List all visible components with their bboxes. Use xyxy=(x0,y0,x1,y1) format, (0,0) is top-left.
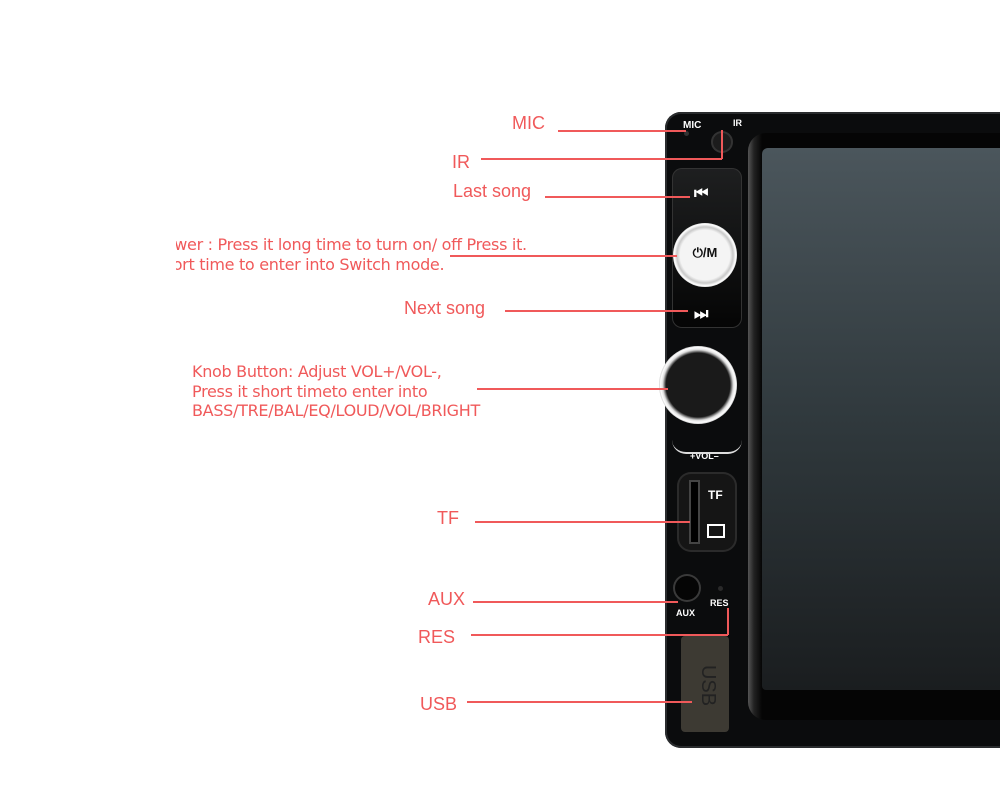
label-knob-line3: BASS/TRE/BAL/EQ/LOUD/VOL/BRIGHT xyxy=(192,401,480,420)
label-mic: MIC xyxy=(512,113,545,133)
usb-port-cover[interactable]: USB xyxy=(681,636,729,732)
label-power-line2: Short time to enter into Switch mode. xyxy=(176,254,445,274)
vol-arc xyxy=(672,440,742,454)
aux-jack[interactable] xyxy=(675,576,699,600)
label-power-line1: Power : Press it long time to turn on/ o… xyxy=(176,235,527,254)
leader-line-knob xyxy=(477,388,668,390)
volume-knob[interactable] xyxy=(659,346,737,424)
label-tf: TF xyxy=(437,508,459,528)
leader-line-ir xyxy=(481,158,722,160)
tf-slot-opening xyxy=(691,482,698,542)
leader-line-next-song xyxy=(505,310,688,312)
leader-line-res-vertical xyxy=(727,608,729,635)
sd-card-icon xyxy=(707,524,725,538)
label-aux: AUX xyxy=(428,589,466,609)
aux-text: AUX xyxy=(676,608,696,618)
mic-hole xyxy=(684,131,689,136)
reset-hole[interactable] xyxy=(718,586,723,591)
label-knob-line2: Press it short timeto enter into xyxy=(192,381,428,401)
touch-screen xyxy=(762,148,1000,690)
device-mic-text: MIC xyxy=(683,120,702,131)
previous-track-icon[interactable]: ⏮ xyxy=(694,185,709,202)
leader-line-ir-vertical xyxy=(721,130,723,159)
label-knob: Knob Button: Adjust VOL+/VOL-, Press it … xyxy=(192,362,480,421)
tf-card-slot[interactable]: TF xyxy=(677,472,737,552)
label-ir: IR xyxy=(452,152,470,172)
label-res: RES xyxy=(418,627,456,647)
power-icon: ⏻/M xyxy=(692,245,718,260)
res-text: RES xyxy=(710,598,729,608)
usb-text: USB xyxy=(697,664,720,707)
leader-line-power xyxy=(450,255,677,257)
leader-line-res xyxy=(471,634,728,636)
next-track-icon[interactable]: ⏭ xyxy=(694,306,709,323)
label-last-song: Last song xyxy=(453,181,532,201)
leader-line-last-song xyxy=(545,196,690,198)
label-next-song: Next song xyxy=(404,298,486,318)
leader-line-aux xyxy=(473,601,678,603)
vol-text: +VOL– xyxy=(690,451,719,461)
device-ir-text: IR xyxy=(733,118,742,128)
leader-line-mic xyxy=(558,130,686,132)
leader-line-tf xyxy=(475,521,690,523)
label-power: Power : Press it long time to turn on/ o… xyxy=(176,235,596,274)
tf-text: TF xyxy=(708,488,723,502)
label-usb: USB xyxy=(420,694,458,714)
power-mode-button[interactable]: ⏻/M xyxy=(673,223,737,287)
label-knob-line1: Knob Button: Adjust VOL+/VOL-, xyxy=(192,362,442,381)
leader-line-usb xyxy=(467,701,692,703)
